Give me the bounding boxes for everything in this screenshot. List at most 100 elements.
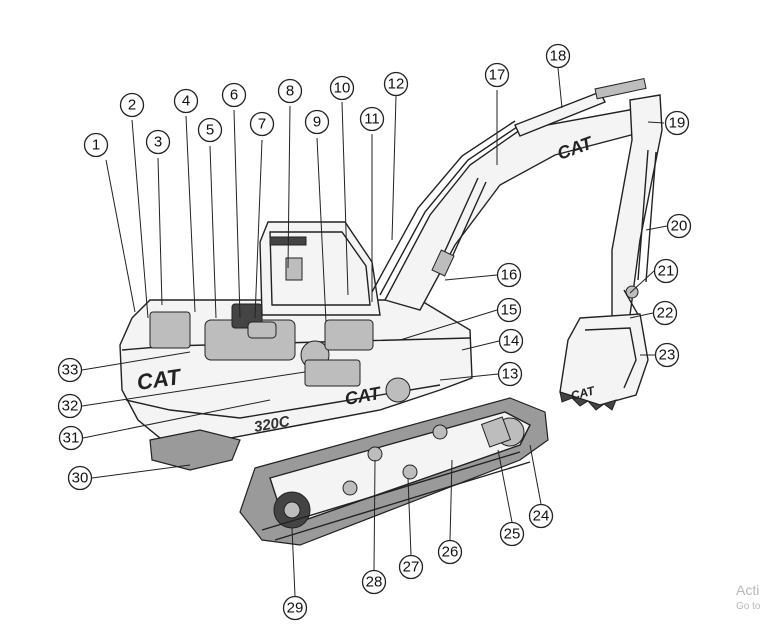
callout-label: 1 (92, 137, 100, 154)
swing-bearing (385, 377, 411, 403)
bucket-inner (584, 327, 637, 389)
callout-31: 31 (58, 425, 84, 451)
model-badge-text: 320C (253, 413, 292, 436)
callout-label: 3 (154, 134, 162, 151)
callout-32: 32 (57, 393, 83, 419)
callout-label: 2 (128, 97, 136, 114)
callout-label: 18 (550, 48, 567, 65)
callout-12: 12 (383, 71, 409, 97)
callout-20: 20 (666, 213, 692, 239)
callout-label: 13 (502, 366, 519, 383)
callout-label: 33 (62, 362, 79, 379)
callout-25: 25 (499, 521, 525, 547)
counterweight-logo-text: CAT (135, 364, 183, 395)
callout-22: 22 (652, 300, 678, 326)
radiator (149, 311, 191, 349)
track-adjuster (480, 416, 512, 448)
callout-28: 28 (361, 569, 387, 595)
callout-17: 17 (484, 62, 510, 88)
callout-4: 4 (173, 88, 199, 114)
callout-33: 33 (57, 357, 83, 383)
callout-27: 27 (398, 554, 424, 580)
callout-30: 30 (67, 465, 93, 491)
control-valve (304, 359, 361, 387)
filter-housing (247, 321, 277, 339)
callout-label: 24 (533, 508, 550, 525)
callout-7: 7 (249, 111, 275, 137)
boom-cylinder-rod (431, 249, 455, 277)
callout-label: 12 (388, 76, 405, 93)
hydraulic-tank (324, 319, 374, 351)
model-badge: 320C (253, 413, 292, 436)
watermark-line-1: Acti (736, 582, 760, 598)
callout-label: 14 (503, 333, 520, 350)
bucket-logo: CAT (569, 383, 597, 403)
callout-2: 2 (119, 92, 145, 118)
callout-19: 19 (664, 110, 690, 136)
callout-label: 16 (501, 267, 518, 284)
callout-9: 9 (304, 109, 330, 135)
callout-label: 19 (669, 115, 686, 132)
cab-seat (285, 257, 303, 281)
watermark-line-2: Go to (736, 601, 761, 612)
boom-hoses (371, 120, 521, 296)
counterweight-logo: CAT (135, 364, 183, 395)
callout-label: 7 (258, 116, 266, 133)
counterweight-lower-edge (125, 384, 441, 419)
track-roller-3 (432, 424, 448, 440)
callout-label: 11 (364, 111, 380, 128)
callout-label: 15 (501, 302, 518, 319)
sprocket-hub (283, 501, 301, 519)
callout-label: 22 (657, 305, 674, 322)
track-roller-1 (367, 446, 383, 462)
callout-label: 23 (659, 347, 676, 364)
callout-1: 1 (83, 132, 109, 158)
callout-label: 21 (658, 263, 675, 280)
callout-label: 31 (63, 430, 80, 447)
callout-26: 26 (437, 539, 463, 565)
rear-track (149, 429, 241, 471)
excavator-illustration: CAT CAT CAT CAT 320C (119, 77, 663, 546)
callout-label: 4 (182, 93, 190, 110)
cab-window (269, 231, 371, 306)
callout-21: 21 (653, 258, 679, 284)
callout-18: 18 (545, 43, 571, 69)
callout-label: 17 (489, 67, 506, 84)
callout-13: 13 (497, 361, 523, 387)
callout-label: 6 (230, 87, 238, 104)
callout-label: 32 (62, 398, 79, 415)
callout-label: 28 (366, 574, 383, 591)
cab (259, 221, 381, 316)
callout-label: 30 (72, 470, 89, 487)
track-roller-2 (402, 464, 418, 480)
callout-5: 5 (197, 117, 223, 143)
callout-label: 26 (442, 544, 459, 561)
callout-14: 14 (498, 328, 524, 354)
callout-29: 29 (282, 595, 308, 621)
bucket-teeth (559, 391, 617, 411)
stick-cylinder (514, 91, 606, 137)
callout-label: 25 (504, 526, 521, 543)
callout-10: 10 (329, 75, 355, 101)
callout-label: 29 (287, 600, 304, 617)
callout-24: 24 (528, 503, 554, 529)
boom-cylinder (439, 177, 487, 267)
callout-23: 23 (654, 342, 680, 368)
callout-label: 27 (403, 559, 420, 576)
callout-16: 16 (496, 262, 522, 288)
callout-label: 10 (334, 80, 351, 97)
callout-label: 5 (206, 122, 214, 139)
leader-lines (81, 67, 668, 597)
callout-label: 8 (286, 83, 294, 100)
callout-label: 9 (313, 114, 321, 131)
callout-label: 20 (671, 218, 688, 235)
activation-watermark: Acti Go to (736, 583, 760, 612)
callout-3: 3 (145, 129, 171, 155)
track-roller-4 (342, 480, 358, 496)
callout-8: 8 (277, 78, 303, 104)
bucket-logo-text: CAT (569, 383, 597, 403)
callout-11: 11 (359, 106, 385, 132)
callout-6: 6 (221, 82, 247, 108)
bucket-cylinder (637, 149, 657, 283)
